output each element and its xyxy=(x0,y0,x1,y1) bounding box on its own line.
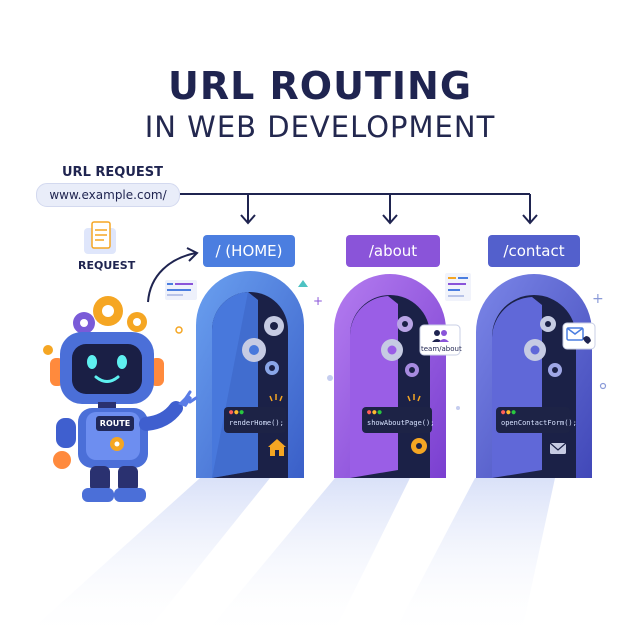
code-block-contact: ●●● openContactForm(); xyxy=(496,407,577,433)
request-arrow xyxy=(147,247,199,303)
decorative-sparkles: + + xyxy=(175,280,607,410)
robot-mascot xyxy=(43,296,198,502)
mini-code-window-home xyxy=(165,280,197,300)
home-door xyxy=(196,271,304,478)
team-about-tag: team/about xyxy=(421,345,462,353)
robot-route-badge: ROUTE xyxy=(96,416,134,431)
page-subtitle: IN WEB DEVELOPMENT xyxy=(144,110,496,144)
settings-gear-icon xyxy=(411,438,427,454)
code-block-about: ●●● showAboutPage(); xyxy=(362,407,435,433)
url-request-pill: www.example.com/ xyxy=(36,183,180,207)
document-icon xyxy=(84,221,116,254)
handler-about: showAboutPage(); xyxy=(367,419,435,427)
svg-text:+: + xyxy=(592,291,604,307)
code-window-dots: ●●● xyxy=(367,408,383,416)
team-icon xyxy=(419,324,461,356)
handler-home: renderHome(); xyxy=(229,419,284,427)
code-block-home: ●●● renderHome(); xyxy=(224,407,286,433)
handler-contact: openContactForm(); xyxy=(501,419,577,427)
glow-ticks xyxy=(269,394,421,402)
phone-icon xyxy=(562,322,596,350)
about-door xyxy=(334,274,446,478)
house-icon xyxy=(268,439,286,456)
route-connector-lines xyxy=(180,193,538,225)
mini-code-window-about xyxy=(445,273,471,301)
svg-text:+: + xyxy=(313,294,323,308)
robot-head-gears xyxy=(73,296,147,334)
request-caption: REQUEST xyxy=(78,259,136,272)
route-tab-contact: /contact xyxy=(488,235,580,267)
gear-icon xyxy=(242,316,562,377)
page-title: URL ROUTING xyxy=(167,64,473,108)
route-tab-about: /about xyxy=(346,235,440,267)
route-tab-home: / (HOME) xyxy=(203,235,295,267)
code-window-dots: ●●● xyxy=(501,408,517,416)
code-window-dots: ●●● xyxy=(229,408,245,416)
floor-light-paths xyxy=(20,478,555,640)
envelope-icon xyxy=(549,442,567,454)
contact-door xyxy=(476,274,592,478)
url-request-label: URL REQUEST xyxy=(62,165,163,180)
